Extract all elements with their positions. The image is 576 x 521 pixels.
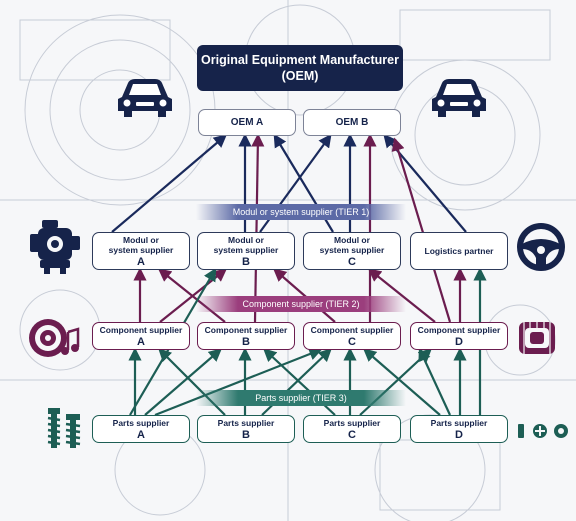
tier1-a-letter: A <box>137 255 145 268</box>
oem-a-box: OEM A <box>198 109 296 136</box>
tier1-a-line1: Modul or <box>123 234 159 245</box>
tier3-b-letter: B <box>242 428 250 441</box>
tier3-node-a: Parts supplier A <box>92 415 190 443</box>
tier2-b-letter: B <box>242 335 250 348</box>
tier3-d-letter: D <box>455 428 463 441</box>
oem-header-line2: (OEM) <box>281 69 319 83</box>
bearing-icon <box>519 322 555 354</box>
tier2-a-letter: A <box>137 335 145 348</box>
tier1-node-a: Modul or system supplier A <box>92 232 190 270</box>
oem-header: Original Equipment Manufacturer (OEM) <box>197 45 403 91</box>
tier3-a-letter: A <box>137 428 145 441</box>
tier2-label: Component supplier (TIER 2) <box>242 299 360 309</box>
tier2-node-d: Component supplier D <box>410 322 508 350</box>
tier1-c-line1: Modul or <box>334 234 370 245</box>
tier1-a-line2: system supplier <box>108 244 174 255</box>
tier3-d-line1: Parts supplier <box>430 417 488 428</box>
tier3-a-line1: Parts supplier <box>112 417 170 428</box>
tier1-label: Modul or system supplier (TIER 1) <box>232 207 370 217</box>
tier1-c-letter: C <box>348 255 356 268</box>
car-icon <box>118 79 172 117</box>
tier1-d-line1: Logistics partner <box>424 246 494 256</box>
fasteners-icon <box>518 424 568 438</box>
tier3-node-c: Parts supplier C <box>303 415 401 443</box>
tier2-node-c: Component supplier C <box>303 322 401 350</box>
speaker-icon <box>29 319 80 357</box>
tier2-b-line1: Component supplier <box>204 324 288 335</box>
tier3-label: Parts supplier (TIER 3) <box>255 393 347 403</box>
car-icon <box>432 79 486 117</box>
steering-wheel-icon <box>517 223 565 271</box>
tier2-node-b: Component supplier B <box>197 322 295 350</box>
tier1-node-b: Modul or system supplier B <box>197 232 295 270</box>
arrow-t3d-t2c <box>363 348 441 416</box>
oem-b-box: OEM B <box>303 109 401 136</box>
tier2-d-line1: Component supplier <box>417 324 501 335</box>
tier3-band: Parts supplier (TIER 3) <box>196 390 406 406</box>
tier2-band: Component supplier (TIER 2) <box>196 296 406 312</box>
arrow-t2d-oemb <box>391 137 452 323</box>
oem-b-label: OEM B <box>335 116 369 128</box>
arrow-t2b-oema <box>251 133 265 323</box>
tier2-a-line1: Component supplier <box>99 324 183 335</box>
tier3-c-line1: Parts supplier <box>323 417 381 428</box>
screw-icon <box>47 408 81 448</box>
tier3-node-b: Parts supplier B <box>197 415 295 443</box>
tier3-b-line1: Parts supplier <box>217 417 275 428</box>
arrow-t3d-t2d-left <box>418 347 451 416</box>
tier2-c-line1: Component supplier <box>310 324 394 335</box>
oem-a-label: OEM A <box>230 116 264 128</box>
tier1-b-line2: system supplier <box>213 244 279 255</box>
tier1-c-line2: system supplier <box>319 244 385 255</box>
tier2-node-a: Component supplier A <box>92 322 190 350</box>
tier2-d-letter: D <box>455 335 463 348</box>
tier1-b-line1: Modul or <box>228 234 264 245</box>
tier3-c-letter: C <box>348 428 356 441</box>
arrow-t2b-t1a <box>157 268 226 323</box>
tier1-node-logistics: Logistics partner <box>410 232 508 270</box>
engine-icon <box>30 220 80 274</box>
tier1-b-letter: B <box>242 255 250 268</box>
arrow-t3a-t2b <box>144 348 222 416</box>
tier1-band: Modul or system supplier (TIER 1) <box>196 204 406 220</box>
tier1-node-c: Modul or system supplier C <box>303 232 401 270</box>
arrow-t1a-oema <box>111 134 228 233</box>
tier2-c-letter: C <box>348 335 356 348</box>
arrow-t3a-t2c <box>154 347 323 417</box>
oem-header-line1: Original Equipment Manufacturer <box>201 53 399 67</box>
tier3-node-d: Parts supplier D <box>410 415 508 443</box>
